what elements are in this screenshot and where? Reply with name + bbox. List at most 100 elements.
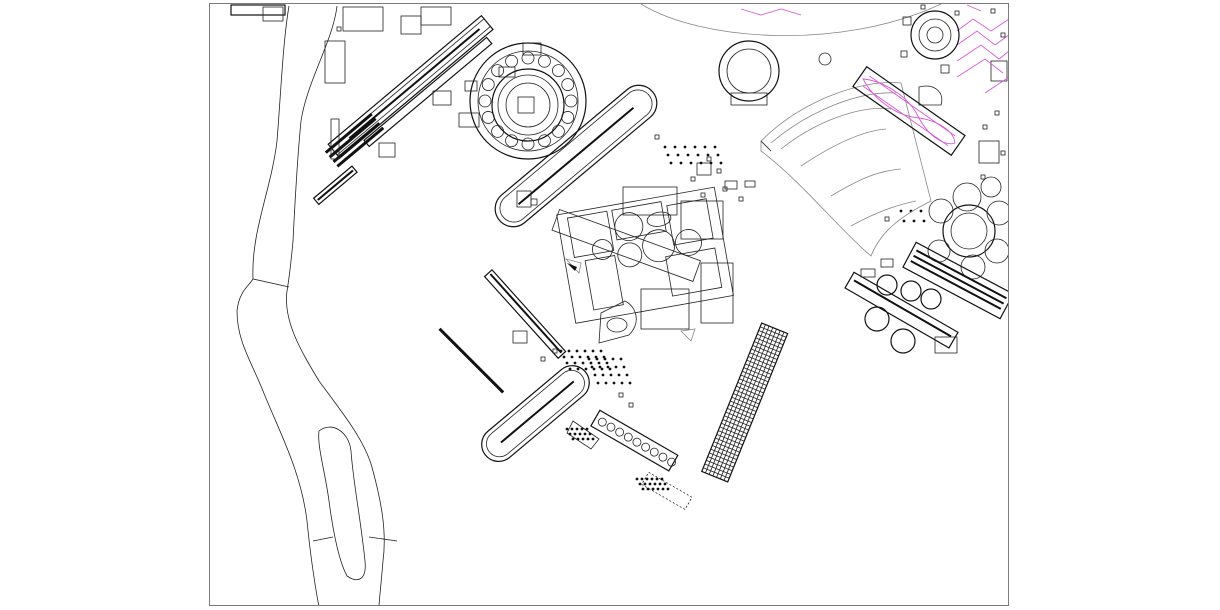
grid-line [703, 467, 730, 479]
grid-line [705, 324, 766, 474]
column-dot [614, 365, 618, 369]
circular-mausoleum [458, 42, 587, 160]
column-dot [703, 145, 707, 149]
column-dot [592, 367, 596, 371]
column-dot [595, 357, 599, 361]
column-dots [559, 145, 926, 491]
grid-line [719, 426, 746, 438]
column-dot [593, 373, 597, 377]
column-dot [590, 365, 594, 369]
column-dot [661, 487, 665, 491]
plan-drawing-frame[interactable] [209, 3, 1009, 606]
column-dot [609, 373, 613, 377]
small-structure [954, 10, 960, 16]
arcade-bay [649, 447, 659, 457]
column-dot [612, 381, 616, 385]
column-dot [635, 477, 639, 481]
grid-line [748, 356, 775, 368]
grid-line [743, 367, 770, 379]
column-dot [589, 361, 593, 365]
grid-line [719, 330, 781, 480]
grid-line [734, 389, 761, 401]
column-dot [603, 357, 607, 361]
small-structure [336, 26, 342, 32]
column-dot [585, 427, 589, 431]
column-dot [663, 482, 667, 486]
small-structure [700, 192, 706, 198]
column-dot [575, 349, 579, 353]
column-dot [599, 349, 603, 353]
grid-line [730, 400, 757, 412]
small-structure [1000, 32, 1006, 38]
small-structure [716, 168, 722, 174]
grid-line [754, 341, 781, 353]
column-dot [719, 161, 723, 165]
small-structure [884, 216, 890, 222]
column-dot [648, 482, 652, 486]
column-dot [581, 437, 585, 441]
grid-line [746, 359, 773, 372]
grid-line [718, 430, 745, 442]
column-dot [573, 432, 577, 436]
column-dot [591, 437, 595, 441]
column-dot [899, 209, 903, 213]
arcade-bay [615, 427, 625, 437]
grid-line [706, 459, 733, 472]
arcade-bay [623, 432, 633, 442]
column-dot [565, 427, 569, 431]
small-structure [706, 156, 712, 162]
ring-room [481, 78, 495, 91]
column-dot [581, 361, 585, 365]
great-arc [640, 4, 942, 36]
column-dot [608, 367, 612, 371]
grid-line [728, 404, 755, 416]
column-dot [713, 145, 717, 149]
column-dot [919, 209, 923, 213]
column-dot [689, 161, 693, 165]
ring-room [491, 64, 504, 77]
pink-terraces [740, 4, 1008, 94]
column-dot [576, 437, 580, 441]
arcade-bay [641, 442, 651, 452]
column-dot [679, 161, 683, 165]
ring-room [521, 51, 535, 65]
grid-line [722, 419, 749, 431]
grid-line [739, 378, 766, 390]
ring-room [552, 64, 565, 77]
column-dot [673, 145, 677, 149]
column-dot [625, 373, 629, 377]
column-dot [559, 349, 563, 353]
column-dot [658, 482, 662, 486]
column-dot [583, 349, 587, 353]
small-structure [722, 186, 728, 192]
column-dot [601, 373, 605, 377]
column-dot [576, 367, 580, 371]
column-dot [628, 381, 632, 385]
column-dot [587, 357, 591, 361]
column-dot [617, 373, 621, 377]
column-dot [641, 487, 645, 491]
grid-line [745, 363, 772, 375]
column-dot [669, 161, 673, 165]
column-dot [663, 145, 667, 149]
column-dot [562, 355, 566, 359]
column-dot [666, 153, 670, 157]
colonnade-west [438, 268, 567, 394]
ring-room [505, 54, 518, 68]
column-dot [709, 161, 713, 165]
scattered-structures [336, 4, 1006, 408]
column-dot [606, 365, 610, 369]
arcade-bay [606, 422, 616, 432]
small-structure [654, 134, 660, 140]
circus-south [481, 365, 590, 463]
column-dot [567, 349, 571, 353]
column-dot [646, 487, 650, 491]
column-dot [693, 145, 697, 149]
river [236, 5, 398, 605]
column-dot [597, 361, 601, 365]
grid-line [757, 333, 784, 346]
column-dot [578, 355, 582, 359]
column-dot [583, 432, 587, 436]
grid-line [758, 330, 785, 342]
